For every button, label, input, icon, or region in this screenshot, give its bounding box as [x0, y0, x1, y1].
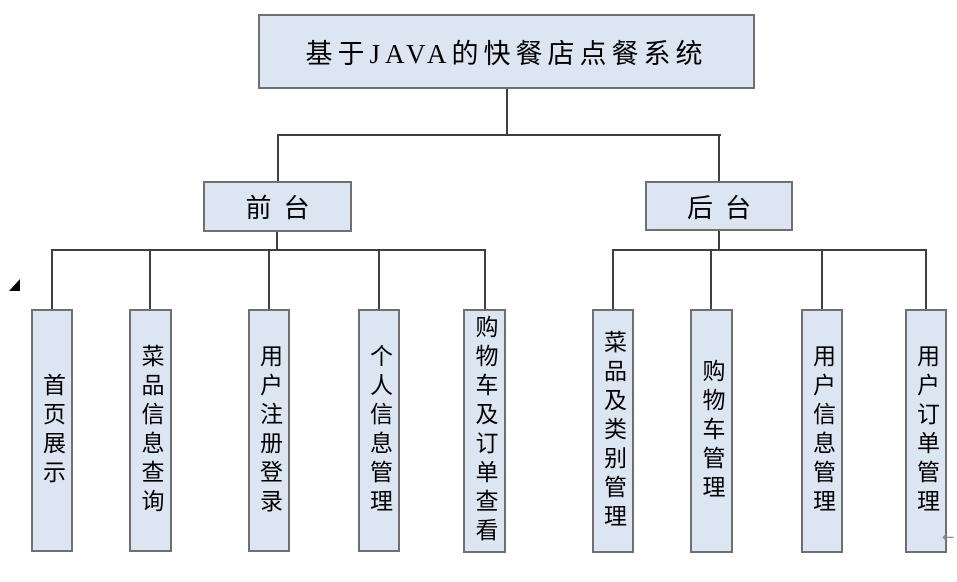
front-node: 前台 — [203, 181, 352, 232]
leaf-node-label: 购物车管理 — [699, 358, 724, 504]
leaf-node-user-order-mgmt: 用户订单管理 — [905, 309, 947, 553]
leaf-node-label: 用户注册登录 — [256, 343, 282, 518]
leaf-node-label: 首页展示 — [39, 372, 65, 489]
root-node: 基于JAVA的快餐店点餐系统 — [258, 14, 755, 89]
back-node-label: 后台 — [686, 193, 763, 223]
leaf-node-dish-category-mgmt: 菜品及类别管理 — [592, 309, 634, 553]
connector-line — [378, 249, 380, 309]
cursor-triangle-marker — [9, 279, 20, 291]
connector-line — [710, 249, 712, 309]
leaf-node-label: 菜品信息查询 — [138, 343, 163, 518]
connector-line — [821, 249, 823, 309]
leaf-node-label: 购物车及订单查看 — [472, 315, 497, 547]
connector-line — [718, 231, 720, 249]
connector-line — [718, 134, 720, 181]
connector-line — [277, 134, 721, 136]
root-node-label: 基于JAVA的快餐店点餐系统 — [305, 39, 708, 69]
left-arrow-marker: ← — [942, 528, 955, 546]
leaf-node-user-info-mgmt: 用户信息管理 — [801, 309, 843, 553]
leaf-node-user-register-login: 用户注册登录 — [248, 309, 290, 552]
back-node: 后台 — [645, 181, 793, 231]
leaf-node-personal-info-mgmt: 个人信息管理 — [358, 309, 400, 552]
front-node-label: 前台 — [245, 194, 322, 223]
connector-line — [612, 249, 614, 309]
connector-line — [276, 232, 278, 249]
leaf-node-label: 用户订单管理 — [913, 344, 939, 518]
connector-line — [925, 249, 927, 309]
leaf-node-cart-order-view: 购物车及订单查看 — [463, 309, 506, 553]
connector-line — [51, 249, 53, 309]
leaf-node-label: 个人信息管理 — [366, 343, 392, 518]
connector-line — [612, 249, 927, 251]
leaf-node-home-display: 首页展示 — [31, 309, 73, 552]
connector-line — [506, 89, 508, 135]
connector-line — [277, 134, 279, 181]
connector-line — [268, 249, 270, 309]
leaf-node-label: 用户信息管理 — [809, 344, 835, 518]
leaf-node-label: 菜品及类别管理 — [600, 329, 626, 533]
leaf-node-dish-info-query: 菜品信息查询 — [129, 309, 172, 552]
connector-line — [149, 249, 151, 309]
leaf-node-cart-mgmt: 购物车管理 — [690, 309, 733, 553]
connector-line — [484, 249, 486, 309]
